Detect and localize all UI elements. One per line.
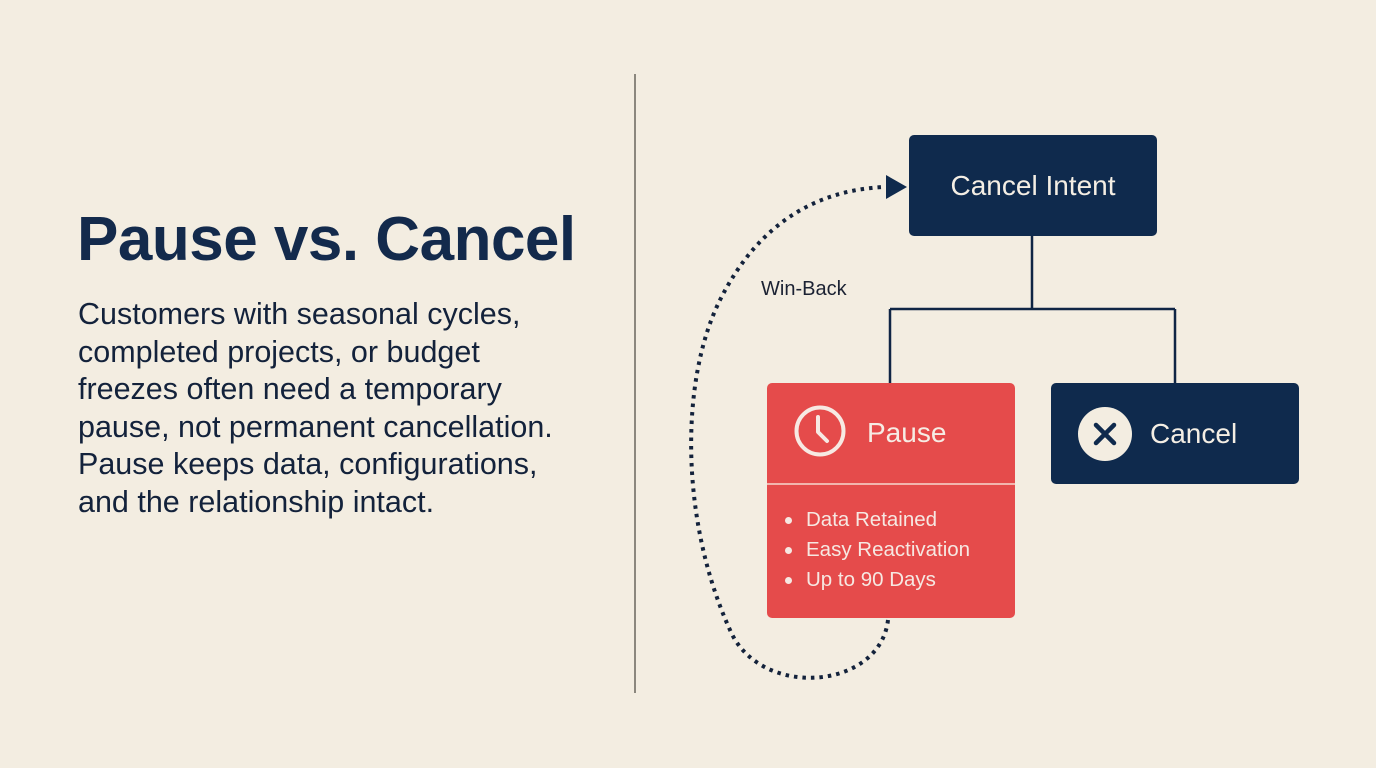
pause-features-list: Data Retained Easy Reactivation Up to 90…	[767, 485, 1015, 595]
cancel-intent-node: Cancel Intent	[909, 135, 1157, 236]
cancel-label: Cancel	[1150, 417, 1238, 449]
pause-label: Pause	[867, 417, 947, 448]
arrowhead-icon	[886, 175, 907, 199]
pause-feature-item: Easy Reactivation	[785, 535, 1015, 565]
bullet-icon	[785, 516, 792, 524]
pause-feature-item: Up to 90 Days	[785, 565, 1015, 595]
pause-node-header: Pause	[767, 383, 1015, 485]
bullet-icon	[785, 576, 792, 584]
cancel-node: Cancel	[1051, 383, 1299, 484]
pause-node: Pause Data Retained Easy Reactivation Up…	[767, 383, 1015, 618]
cancel-intent-label: Cancel Intent	[950, 169, 1116, 201]
tree-connector-lines	[888, 236, 1177, 383]
x-circle-icon	[1078, 406, 1132, 461]
pause-feature-item: Data Retained	[785, 505, 1015, 535]
vertical-divider	[634, 74, 636, 693]
bullet-icon	[785, 546, 792, 554]
slide-body-text: Customers with seasonal cycles, complete…	[78, 297, 553, 519]
slide-title: Pause vs. Cancel	[77, 205, 576, 274]
win-back-label: Win-Back	[761, 278, 847, 300]
clock-icon	[793, 404, 847, 463]
